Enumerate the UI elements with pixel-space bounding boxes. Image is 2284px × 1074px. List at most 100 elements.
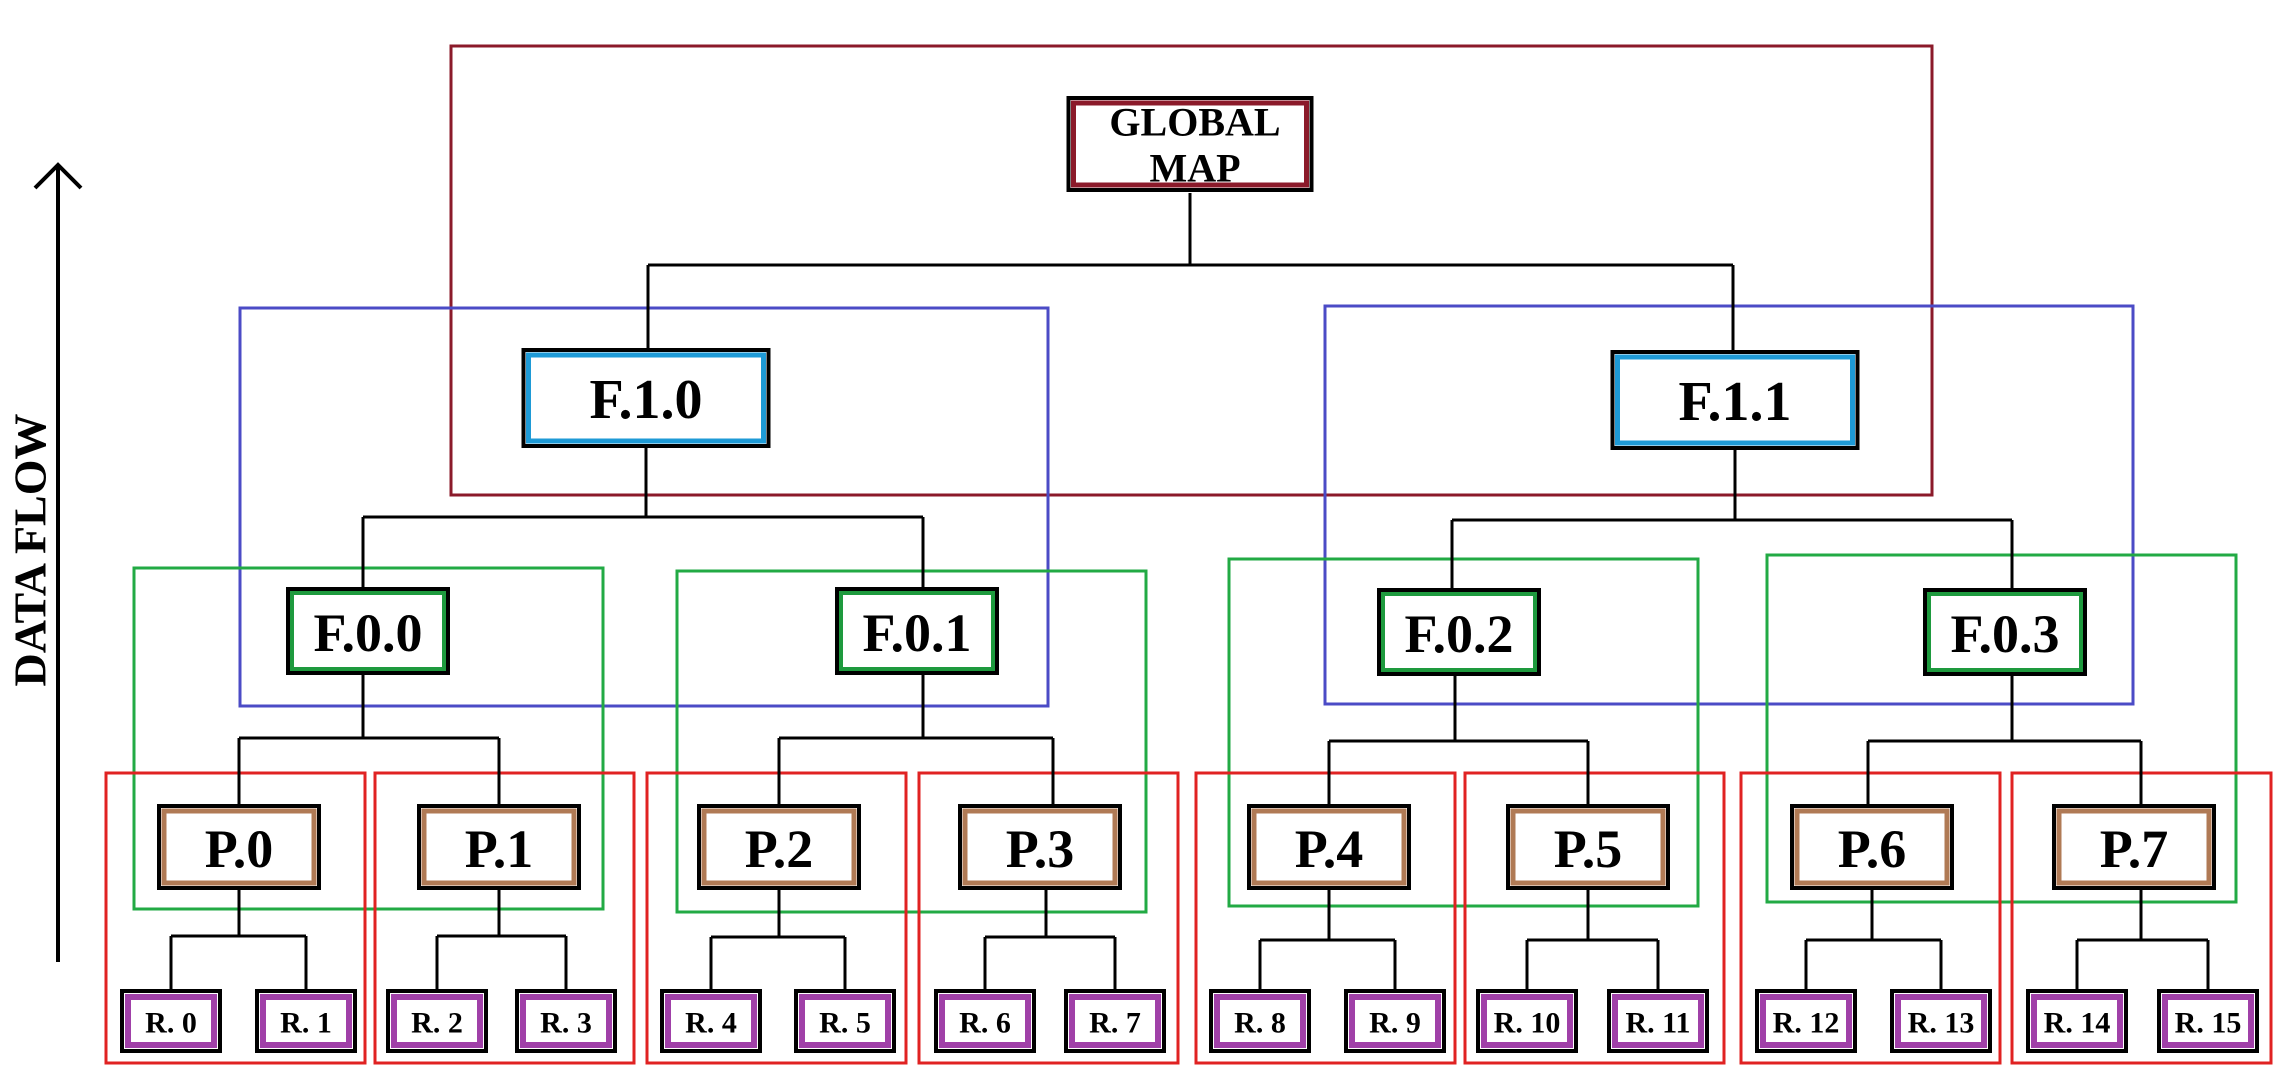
node-r-1: R. 1 (255, 989, 357, 1053)
node-r-13-inner-border (1895, 994, 1987, 1048)
group-f-1-1 (1323, 304, 2135, 706)
node-r-5-inner-border (799, 994, 891, 1048)
node-r-13: R. 13 (1890, 989, 1992, 1053)
group-pair-6 (1739, 771, 2002, 1065)
node-p-4: P.4 (1247, 804, 1411, 890)
node-global-map-line2: MAP (1149, 146, 1240, 191)
node-f-0-2-inner-border (1381, 592, 1537, 672)
node-r-8: R. 8 (1209, 989, 1311, 1053)
node-r-11: R. 11 (1607, 989, 1709, 1053)
node-p-5-label: P.5 (1554, 819, 1623, 879)
node-r-3-inner-border (520, 994, 612, 1048)
node-f-1-1-inner-border (1615, 354, 1855, 446)
node-r-11-label: R. 11 (1625, 1007, 1690, 1040)
node-f-0-3-label: F.0.3 (1950, 604, 2059, 664)
node-r-2-label: R. 2 (411, 1007, 463, 1040)
edge-p6 (1804, 888, 1943, 993)
edge-f02 (1327, 673, 1590, 805)
data-flow-label: DATA FLOW (5, 413, 56, 686)
node-p-7-label: P.7 (2100, 819, 2169, 879)
node-r-15-inner-border (2162, 994, 2254, 1048)
edge-p7 (2075, 888, 2210, 993)
group-pair-3 (917, 771, 1180, 1065)
node-f-1-0-inner-border (526, 352, 766, 444)
node-p-1-label: P.1 (465, 819, 534, 879)
node-r-12-inner-border (1760, 994, 1852, 1048)
node-f-0-0-inner-border (290, 591, 446, 671)
node-f-0-0: F.0.0 (286, 587, 450, 675)
node-r-7-inner-border (1069, 994, 1161, 1048)
node-p-7-inner-border (2056, 808, 2212, 886)
node-f-0-2-label: F.0.2 (1404, 604, 1513, 664)
node-r-8-label: R. 8 (1234, 1007, 1286, 1040)
node-f-1-0-label: F.1.0 (589, 369, 702, 431)
node-r-2-inner-border (391, 994, 483, 1048)
group-global (449, 44, 1934, 497)
node-f-0-1-label: F.0.1 (862, 603, 971, 663)
group-pair-2 (645, 771, 908, 1065)
node-r-1-inner-border (260, 994, 352, 1048)
group-pair-5 (1463, 771, 1726, 1065)
node-f-0-3-inner-border (1927, 592, 2083, 672)
node-r-6: R. 6 (934, 989, 1036, 1053)
node-r-7: R. 7 (1064, 989, 1166, 1053)
node-p-6: P.6 (1790, 804, 1954, 890)
node-r-0-label: R. 0 (145, 1007, 197, 1040)
node-r-4-inner-border (665, 994, 757, 1048)
edge-global (646, 193, 1735, 355)
edge-p4 (1258, 888, 1397, 993)
edge-f03 (1866, 673, 2143, 805)
node-r-2: R. 2 (386, 989, 488, 1053)
node-r-6-label: R. 6 (959, 1007, 1011, 1040)
node-f-1-1: F.1.1 (1610, 350, 1860, 450)
node-p-7: P.7 (2052, 804, 2216, 890)
node-r-5-label: R. 5 (819, 1007, 871, 1040)
group-f-0-0 (132, 566, 605, 911)
data-flow-arrow (33, 162, 83, 962)
node-p-0-label: P.0 (205, 819, 274, 879)
edge-p5 (1525, 888, 1660, 993)
edge-f11 (1450, 450, 2014, 592)
connectors (169, 193, 2210, 993)
node-f-0-0-label: F.0.0 (313, 603, 422, 663)
group-pair-0 (104, 771, 367, 1065)
edge-f10 (361, 447, 925, 590)
node-r-14-label: R. 14 (2044, 1007, 2111, 1040)
node-p-4-inner-border (1251, 808, 1407, 886)
node-r-15-label: R. 15 (2175, 1007, 2242, 1040)
node-r-0: R. 0 (120, 989, 222, 1053)
node-r-3: R. 3 (515, 989, 617, 1053)
node-r-7-label: R. 7 (1089, 1007, 1141, 1040)
node-p-1: P.1 (417, 804, 581, 890)
node-r-10-inner-border (1481, 994, 1573, 1048)
node-global-map-line1: GLOBAL (1109, 100, 1280, 145)
edge-p2 (709, 888, 847, 990)
node-r-14: R. 14 (2026, 989, 2128, 1053)
node-p-2-inner-border (701, 808, 857, 886)
node-r-9-inner-border (1349, 994, 1441, 1048)
node-p-3: P.3 (958, 804, 1122, 890)
node-r-3-label: R. 3 (540, 1007, 592, 1040)
node-p-2-label: P.2 (745, 819, 814, 879)
node-r-8-inner-border (1214, 994, 1306, 1048)
node-r-15: R. 15 (2157, 989, 2259, 1053)
group-pair-1 (373, 771, 636, 1065)
group-f-1-0 (238, 306, 1050, 708)
node-p-3-label: P.3 (1006, 819, 1075, 879)
node-r-10: R. 10 (1476, 989, 1578, 1053)
node-r-12-label: R. 12 (1773, 1007, 1840, 1040)
edge-p3 (983, 888, 1117, 990)
node-p-5: P.5 (1506, 804, 1670, 890)
node-r-9-label: R. 9 (1369, 1007, 1421, 1040)
node-r-0-inner-border (125, 994, 217, 1048)
node-p-2: P.2 (697, 804, 861, 890)
group-boxes (104, 44, 2273, 1065)
node-p-4-label: P.4 (1295, 819, 1364, 879)
node-f-1-1-label: F.1.1 (1678, 371, 1791, 433)
node-r-14-inner-border (2031, 994, 2123, 1048)
node-p-6-label: P.6 (1838, 819, 1907, 879)
node-global-map-inner-border (1071, 100, 1309, 188)
node-r-5: R. 5 (794, 989, 896, 1053)
